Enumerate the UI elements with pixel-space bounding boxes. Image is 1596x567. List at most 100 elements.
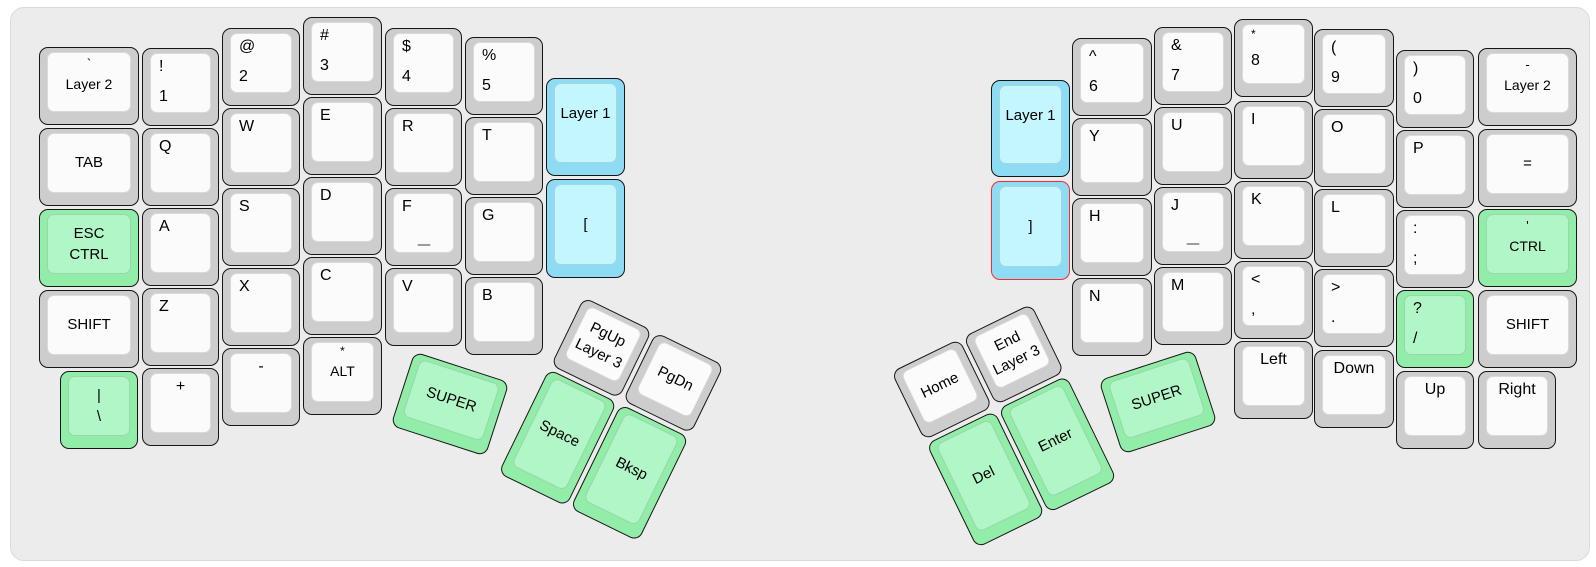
key-legend: [ bbox=[583, 215, 588, 233]
key-legend: E bbox=[320, 107, 331, 124]
key-legend: \ bbox=[96, 407, 102, 425]
key-legend: I bbox=[1251, 111, 1256, 128]
key-legend: > bbox=[1331, 279, 1341, 296]
key-shift-right[interactable]: SHIFT bbox=[1478, 290, 1577, 368]
key-p[interactable]: P bbox=[1396, 130, 1474, 208]
keycap-face: %5 bbox=[473, 42, 535, 102]
key-quote-ctrl[interactable]: 'CTRL bbox=[1478, 209, 1577, 287]
key-right-arrow[interactable]: Right bbox=[1478, 371, 1556, 449]
key-exclam-1[interactable]: !1 bbox=[142, 48, 219, 126]
key-legend: P bbox=[1413, 140, 1424, 157]
key-grave-layer2[interactable]: `Layer 2 bbox=[39, 47, 139, 125]
key-s[interactable]: S bbox=[222, 188, 300, 266]
key-shift-left[interactable]: SHIFT bbox=[39, 290, 139, 368]
key-legend: - bbox=[1525, 57, 1530, 72]
key-minus-left[interactable]: - bbox=[222, 348, 300, 426]
keycap-face: :; bbox=[1404, 215, 1466, 275]
key-l[interactable]: L bbox=[1314, 189, 1394, 267]
key-legend: 6 bbox=[1089, 77, 1098, 95]
key-hash-3[interactable]: #3 bbox=[303, 17, 382, 95]
key-legend: | bbox=[97, 387, 101, 405]
key-x[interactable]: X bbox=[222, 268, 300, 346]
key-legend: Down bbox=[1333, 360, 1375, 377]
key-up-arrow[interactable]: Up bbox=[1396, 371, 1474, 449]
key-left-arrow[interactable]: Left bbox=[1234, 341, 1313, 419]
key-legend: W bbox=[239, 118, 255, 135]
key-equals[interactable]: = bbox=[1478, 129, 1577, 207]
key-legend: Bksp bbox=[612, 454, 651, 485]
key-t[interactable]: T bbox=[465, 117, 543, 195]
keycap-face: )0 bbox=[1404, 55, 1466, 115]
key-q[interactable]: Q bbox=[142, 128, 219, 206]
key-at-2[interactable]: @2 bbox=[222, 28, 300, 106]
key-legend: ESC bbox=[73, 225, 105, 243]
keycap-face: ?/ bbox=[1404, 295, 1466, 355]
key-pipe-backslash[interactable]: |\ bbox=[60, 371, 138, 449]
key-z[interactable]: Z bbox=[142, 288, 219, 366]
key-layer1-right[interactable]: Layer 1 bbox=[991, 80, 1070, 177]
key-rparen-0[interactable]: )0 bbox=[1396, 50, 1474, 128]
key-legend: , bbox=[1251, 300, 1256, 318]
key-legend: ` bbox=[86, 56, 92, 71]
key-layer1-left[interactable]: Layer 1 bbox=[546, 78, 625, 176]
key-question-slash[interactable]: ?/ bbox=[1396, 290, 1474, 368]
key-v[interactable]: V bbox=[385, 268, 462, 346]
key-minus-layer2[interactable]: -Layer 2 bbox=[1478, 48, 1577, 126]
keycap-face: $4 bbox=[393, 33, 454, 93]
key-j[interactable]: J bbox=[1154, 187, 1232, 265]
key-colon-semi[interactable]: :; bbox=[1396, 210, 1474, 288]
key-legend: 8 bbox=[1251, 51, 1260, 69]
key-y[interactable]: Y bbox=[1072, 118, 1152, 196]
keycap-face: <, bbox=[1242, 266, 1305, 326]
key-caret-6[interactable]: ^6 bbox=[1072, 38, 1152, 116]
key-e[interactable]: E bbox=[303, 97, 382, 175]
key-d[interactable]: D bbox=[303, 177, 382, 255]
keycap-face: TAB bbox=[47, 133, 131, 193]
key-asterisk-alt[interactable]: *ALT bbox=[303, 337, 382, 415]
key-u[interactable]: U bbox=[1154, 107, 1232, 185]
keycap-face: Down bbox=[1322, 355, 1386, 415]
key-percent-5[interactable]: %5 bbox=[465, 37, 543, 115]
key-legend: Up bbox=[1424, 381, 1446, 398]
key-plus[interactable]: + bbox=[142, 368, 219, 446]
key-n[interactable]: N bbox=[1072, 278, 1152, 356]
key-legend: B bbox=[482, 287, 493, 304]
key-legend: V bbox=[402, 278, 413, 295]
key-lbracket[interactable]: [ bbox=[546, 179, 625, 278]
key-lparen-9[interactable]: (9 bbox=[1314, 29, 1394, 107]
key-legend: - bbox=[258, 358, 264, 375]
key-r[interactable]: R bbox=[385, 108, 462, 186]
key-c[interactable]: C bbox=[303, 257, 382, 335]
key-h[interactable]: H bbox=[1072, 198, 1152, 276]
key-o[interactable]: O bbox=[1314, 109, 1394, 187]
key-b[interactable]: B bbox=[465, 277, 543, 355]
key-rbracket[interactable]: ] bbox=[991, 181, 1070, 280]
keycap-face: J bbox=[1162, 192, 1224, 252]
keycap-face: M bbox=[1162, 272, 1224, 332]
key-legend: T bbox=[482, 127, 492, 144]
key-down-arrow[interactable]: Down bbox=[1314, 350, 1394, 428]
key-tab[interactable]: TAB bbox=[39, 128, 139, 206]
homing-bar bbox=[417, 244, 430, 246]
key-amp-7[interactable]: &7 bbox=[1154, 27, 1232, 105]
keycap-face: *ALT bbox=[311, 342, 374, 402]
key-legend: . bbox=[1331, 308, 1336, 326]
key-a[interactable]: A bbox=[142, 208, 219, 286]
key-legend: J bbox=[1171, 197, 1179, 214]
key-legend: A bbox=[159, 218, 170, 235]
key-lt-comma[interactable]: <, bbox=[1234, 261, 1313, 339]
key-g[interactable]: G bbox=[465, 197, 543, 275]
keycap-face: O bbox=[1322, 114, 1386, 174]
key-k[interactable]: K bbox=[1234, 181, 1313, 259]
key-f[interactable]: F bbox=[385, 188, 462, 266]
key-asterisk-8[interactable]: *8 bbox=[1234, 19, 1313, 97]
key-gt-period[interactable]: >. bbox=[1314, 269, 1394, 347]
key-legend: S bbox=[239, 198, 250, 215]
key-i[interactable]: I bbox=[1234, 101, 1313, 179]
key-m[interactable]: M bbox=[1154, 267, 1232, 345]
key-w[interactable]: W bbox=[222, 108, 300, 186]
keycap-face: |\ bbox=[68, 376, 130, 436]
key-dollar-4[interactable]: $4 bbox=[385, 28, 462, 106]
